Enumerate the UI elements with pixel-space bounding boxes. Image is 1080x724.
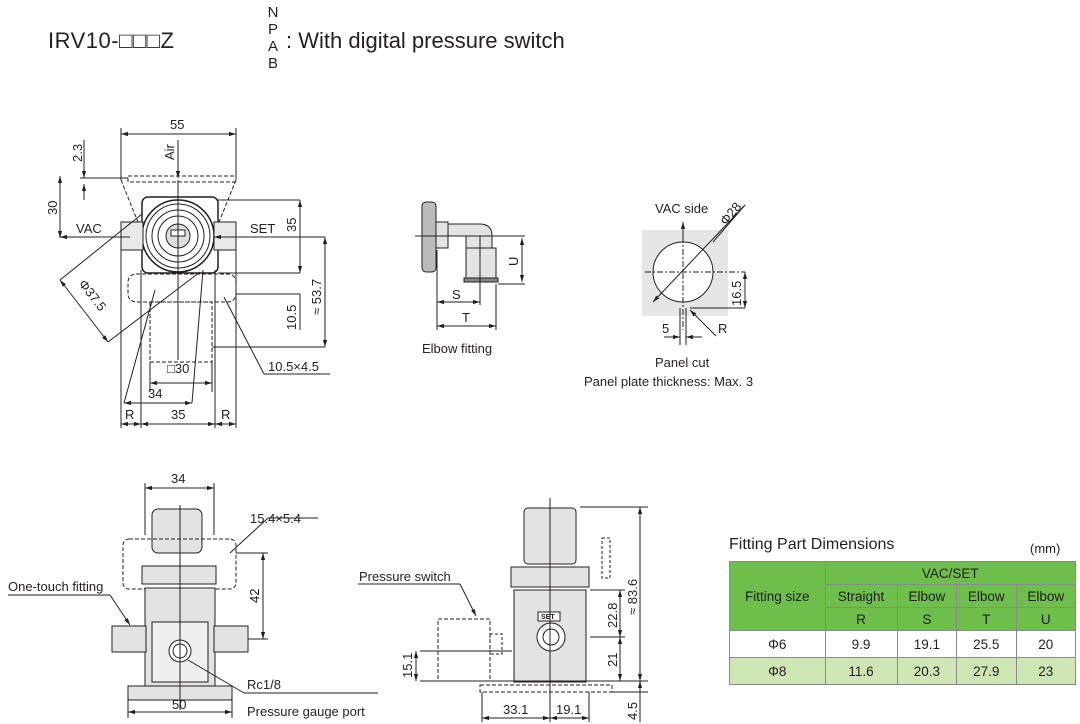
table-row: Φ6 9.9 19.1 25.5 20 <box>729 630 1077 658</box>
value-cell: 27.9 <box>956 657 1017 685</box>
dim-19-1: 19.1 <box>556 702 581 717</box>
symbol-u: U <box>1015 607 1077 631</box>
dim-slot-15-4x5-4: 15.4×5.4 <box>250 511 301 526</box>
dim-30: 30 <box>45 201 60 215</box>
dim-42: 42 <box>247 589 262 603</box>
dim-r-right: R <box>221 407 230 422</box>
dim-53-7: ≈ 53.7 <box>309 279 324 315</box>
fitting-size-cell: Φ8 <box>729 657 826 685</box>
suffix-a: A <box>267 38 278 55</box>
one-touch-fitting-label: One-touch fitting <box>8 579 103 594</box>
pressure-gauge-port-label: Pressure gauge port <box>247 704 365 719</box>
symbol-t: T <box>956 607 1017 631</box>
value-cell: 19.1 <box>896 630 958 658</box>
symbol-s: S <box>896 607 958 631</box>
dim-r-left: R <box>125 407 134 422</box>
dim-34-front: 34 <box>171 471 185 486</box>
type-straight: Straight <box>824 584 898 608</box>
front-view <box>8 483 378 718</box>
fitting-size-cell: Φ6 <box>729 630 826 658</box>
rc-1-8-label: Rc1/8 <box>247 677 281 692</box>
type-elbow-t: Elbow <box>956 584 1017 608</box>
dim-15-1: 15.1 <box>400 653 415 678</box>
vac-label: VAC <box>76 221 102 236</box>
value-cell: 20 <box>1015 630 1077 658</box>
panel-thickness-caption: Panel plate thickness: Max. 3 <box>584 374 753 389</box>
dim-33-1: 33.1 <box>503 702 528 717</box>
value-cell: 25.5 <box>956 630 1017 658</box>
type-elbow-u: Elbow <box>1015 584 1077 608</box>
dim-4-5: 4.5 <box>625 702 640 720</box>
dim-u: U <box>506 257 521 266</box>
dim-slot-10-5x4-5: 10.5×4.5 <box>268 359 319 374</box>
dim-s: S <box>452 287 461 302</box>
title-description: : With digital pressure switch <box>286 28 565 53</box>
dim-dia-37-5: Φ37.5 <box>76 277 110 314</box>
dim-10-5: 10.5 <box>284 305 299 330</box>
dim-16-5: 16.5 <box>729 281 744 306</box>
dim-width-55: 55 <box>170 117 184 132</box>
dim-35-horizontal: 35 <box>171 407 185 422</box>
dim-83-6: ≈ 83.6 <box>625 579 640 615</box>
dim-dia-28: Φ28 <box>717 199 744 228</box>
set-label: SET <box>250 221 275 236</box>
set-button-label: SET <box>541 614 555 621</box>
table-row: Φ8 11.6 20.3 27.9 23 <box>729 657 1077 685</box>
air-label: Air <box>162 143 177 160</box>
panel-cut-view <box>642 204 748 345</box>
value-cell: 20.3 <box>896 657 958 685</box>
row-header-fitting-size: Fitting size <box>729 561 826 631</box>
type-elbow-s: Elbow <box>896 584 958 608</box>
dim-50: 50 <box>172 697 186 712</box>
suffix-b: B <box>267 55 278 72</box>
dim-r-panel: R <box>718 321 727 336</box>
suffix-n: N <box>267 4 279 21</box>
dim-21: 21 <box>605 653 620 667</box>
page-title: IRV10-□□□Z N P A B : With digital pressu… <box>48 4 565 72</box>
fitting-dimensions-table: Fitting size VAC/SET Straight Elbow Elbo… <box>729 561 1077 685</box>
side-view <box>358 498 648 722</box>
elbow-fitting-view <box>415 201 525 330</box>
dim-2-3: 2.3 <box>70 144 85 162</box>
pressure-switch-label: Pressure switch <box>359 569 451 584</box>
dim-square-30: □30 <box>167 361 189 376</box>
dim-34: 34 <box>148 386 162 401</box>
dim-22-8: 22.8 <box>605 603 620 628</box>
suffix-p: P <box>267 21 278 38</box>
dim-35-vertical: 35 <box>284 218 299 232</box>
model-code: IRV10-□□□Z <box>48 28 175 53</box>
suffix-options: N P A B <box>266 4 280 72</box>
fitting-table-unit: (mm) <box>1030 541 1061 556</box>
vac-side-label: VAC side <box>655 201 708 216</box>
value-cell: 11.6 <box>824 657 898 685</box>
elbow-fitting-caption: Elbow fitting <box>422 341 492 356</box>
header-vac-set: VAC/SET <box>824 561 1076 585</box>
dim-t: T <box>462 310 470 325</box>
value-cell: 9.9 <box>824 630 898 658</box>
panel-cut-caption: Panel cut <box>655 355 710 370</box>
fitting-table-title: Fitting Part Dimensions <box>729 536 895 553</box>
symbol-r: R <box>824 607 898 631</box>
value-cell: 23 <box>1015 657 1077 685</box>
top-view <box>57 128 330 428</box>
dim-5: 5 <box>662 321 669 336</box>
